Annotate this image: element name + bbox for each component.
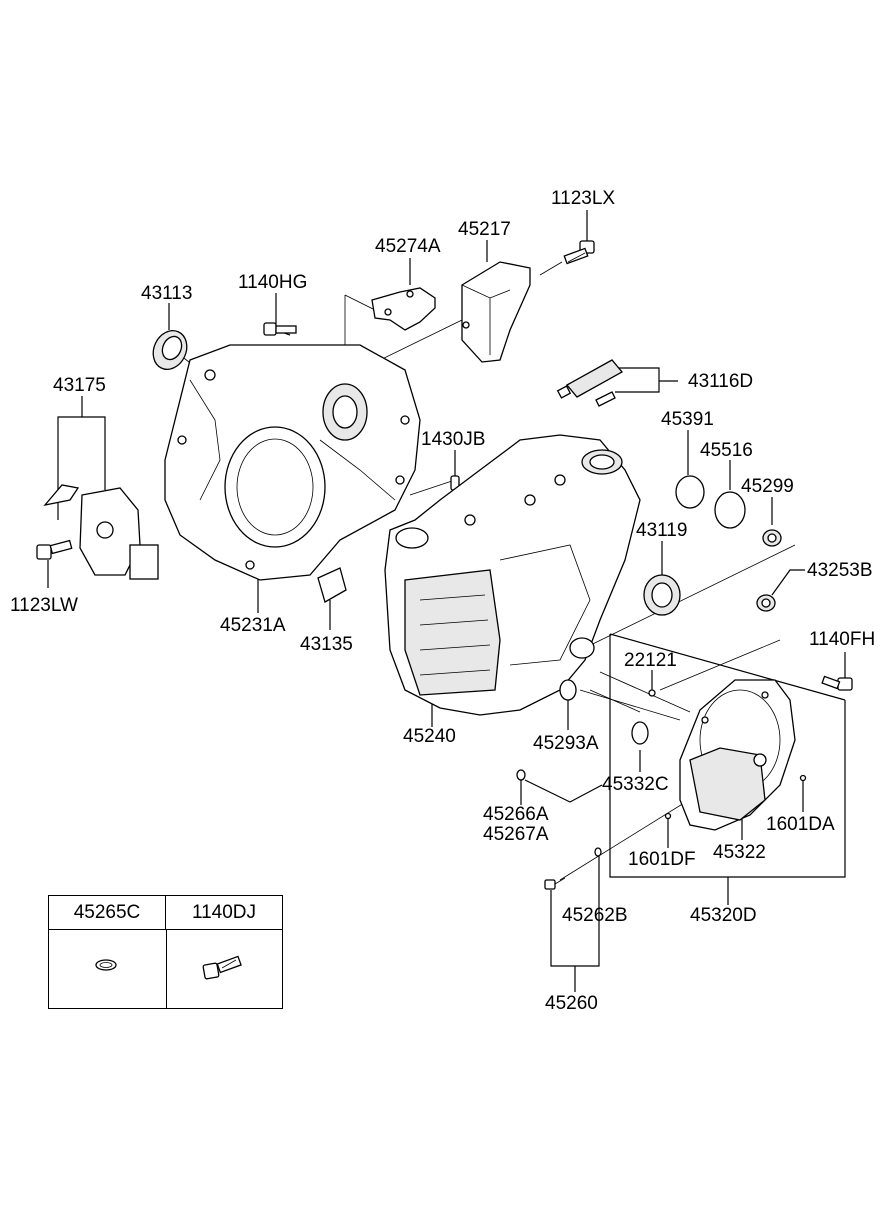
part-bolt-1140fh xyxy=(821,675,853,691)
part-bolt-1123lw xyxy=(36,539,73,560)
label-45260: 45260 xyxy=(545,993,598,1014)
part-bush-45299 xyxy=(762,529,782,547)
part-bracket-45274a xyxy=(371,287,436,331)
label-45267a: 45267A xyxy=(483,824,549,845)
part-bolt-1140hg xyxy=(263,322,297,336)
label-43119: 43119 xyxy=(636,520,688,541)
label-45322: 45322 xyxy=(713,842,766,863)
legend-header-1140dj: 1140DJ xyxy=(166,896,282,930)
label-45262b: 45262B xyxy=(562,905,628,926)
label-45391: 45391 xyxy=(661,409,714,430)
label-45231a: 45231A xyxy=(220,615,286,636)
part-transaxle-case-45240 xyxy=(384,434,641,716)
label-1140fh: 1140FH xyxy=(809,629,876,650)
legend-divider xyxy=(166,930,167,1008)
part-bolt-1123lx xyxy=(563,240,595,265)
part-seal-43119 xyxy=(643,574,681,616)
leader-lines xyxy=(47,210,846,992)
label-22121: 22121 xyxy=(624,650,677,671)
label-43113: 43113 xyxy=(141,283,193,304)
part-bolt-45260 xyxy=(544,877,566,890)
part-cover-45322 xyxy=(679,679,796,831)
part-plug-22121 xyxy=(648,689,656,697)
part-oring-45266a xyxy=(516,769,526,781)
label-1140hg: 1140HG xyxy=(238,272,308,293)
part-sealant-43116d xyxy=(556,359,624,407)
part-oring-45516 xyxy=(714,491,746,529)
label-43135: 43135 xyxy=(300,634,353,655)
part-oring-45262b xyxy=(594,847,602,857)
part-bush-43253b xyxy=(756,594,776,612)
label-45299: 45299 xyxy=(741,476,794,497)
part-plate-43135 xyxy=(317,567,347,603)
label-1123lw: 1123LW xyxy=(10,595,78,616)
legend-header-45265c: 45265C xyxy=(49,896,166,930)
legend-table: 45265C 1140DJ xyxy=(48,895,283,1009)
label-1430jb: 1430JB xyxy=(421,429,486,450)
label-45274a: 45274A xyxy=(375,236,441,257)
part-cover-43175 xyxy=(43,484,159,580)
label-45266a: 45266A xyxy=(483,804,549,825)
part-plug-1601df xyxy=(664,812,672,820)
label-1123lx: 1123LX xyxy=(551,188,616,209)
legend-part-45265c xyxy=(95,959,117,971)
label-43175: 43175 xyxy=(53,375,106,396)
part-seal-43113 xyxy=(152,330,188,370)
part-oring-45391 xyxy=(675,475,705,509)
label-45240: 45240 xyxy=(403,726,456,747)
part-bracket-45217 xyxy=(461,261,531,363)
label-43253b: 43253B xyxy=(807,560,873,581)
part-oring-45332c xyxy=(631,721,649,745)
label-43116d: 43116D xyxy=(688,371,754,392)
label-45516: 45516 xyxy=(700,440,753,461)
label-45293a: 45293A xyxy=(533,733,599,754)
label-45320d: 45320D xyxy=(690,905,757,926)
part-plug-1601da xyxy=(799,774,807,782)
label-1601df: 1601DF xyxy=(628,849,696,870)
part-oring-45293a xyxy=(559,679,577,701)
label-45217: 45217 xyxy=(458,219,511,240)
label-1601da: 1601DA xyxy=(766,814,835,835)
legend-part-1140dj xyxy=(202,955,242,980)
part-clutch-housing-45231a xyxy=(164,344,421,581)
label-45332c: 45332C xyxy=(602,774,669,795)
